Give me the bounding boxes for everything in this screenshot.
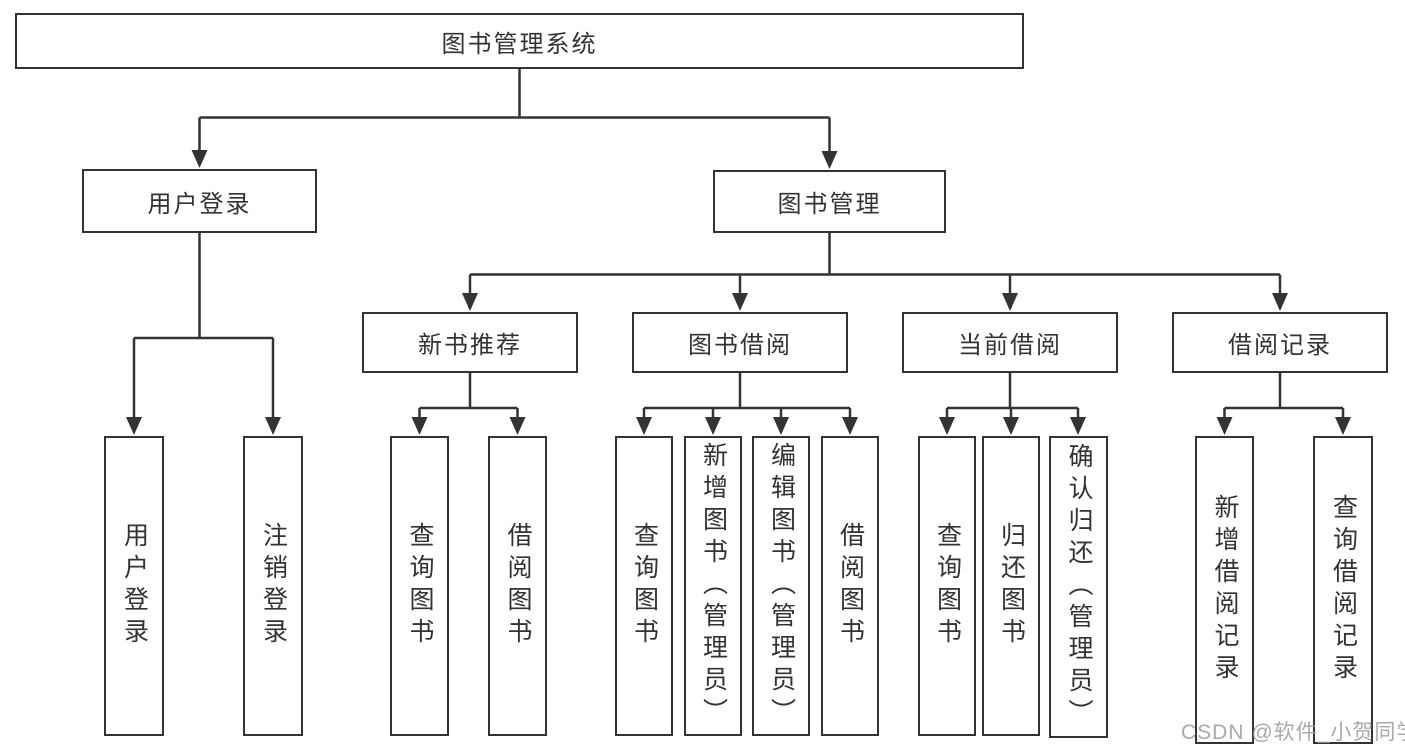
leaf-borrow-add-admin: 新增图书（管理员） [684,436,742,736]
node-current-borrow: 当前借阅 [902,312,1118,373]
leaf-logout: 注销登录 [243,436,303,736]
node-book-mgmt: 图书管理 [713,170,946,233]
node-borrow-records-label: 借阅记录 [1228,332,1332,359]
connector-lines [132,69,1345,422]
node-new-books-label: 新书推荐 [418,332,522,359]
node-current-borrow-label: 当前借阅 [958,332,1062,359]
leaf-records-query: 查询借阅记录 [1313,436,1373,744]
node-user-login: 用户登录 [82,169,317,233]
leaf-newbooks-borrow: 借阅图书 [488,436,547,736]
node-root: 图书管理系统 [15,13,1024,69]
leaf-user-login: 用户登录 [104,436,164,736]
watermark: CSDN @软件_小贺同学 [1181,721,1405,744]
leaf-borrow-edit-admin: 编辑图书（管理员） [752,436,810,736]
node-book-borrow: 图书借阅 [632,312,848,373]
node-book-borrow-label: 图书借阅 [688,332,792,359]
leaf-borrow-borrow: 借阅图书 [821,436,879,736]
leaf-borrow-query: 查询图书 [615,436,673,736]
leaf-records-add: 新增借阅记录 [1195,436,1254,744]
node-user-login-label: 用户登录 [147,190,252,218]
node-new-books: 新书推荐 [362,312,578,373]
leaf-current-return: 归还图书 [982,436,1040,736]
arrowheads [126,150,1351,435]
node-book-mgmt-label: 图书管理 [777,191,882,218]
leaf-current-confirm-admin: 确认归还（管理员） [1049,436,1108,738]
leaf-current-query: 查询图书 [918,436,976,736]
leaf-newbooks-query: 查询图书 [390,436,449,736]
node-borrow-records: 借阅记录 [1172,312,1388,373]
node-root-label: 图书管理系统 [441,30,598,58]
